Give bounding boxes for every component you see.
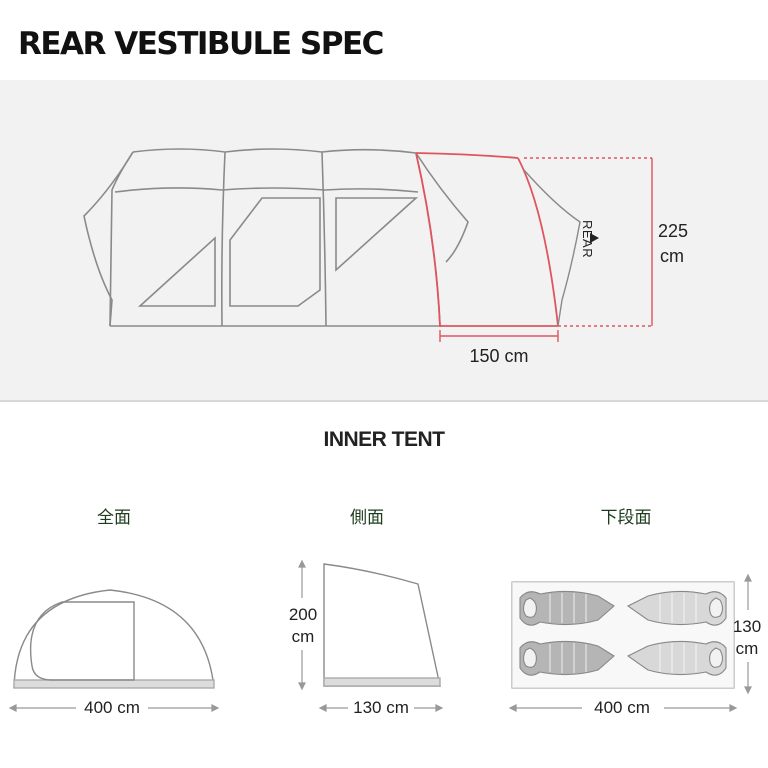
sleeping-bag-top-left: [519, 590, 615, 626]
side-height-unit: cm: [291, 627, 315, 646]
depth-dimension-line: [439, 330, 559, 342]
floor-height-dimension: [744, 573, 752, 695]
section-title-inner-tent: INNER TENT: [323, 428, 446, 451]
height-dimension-line: [524, 157, 653, 327]
tent-elevation-drawing: [83, 148, 469, 327]
floor-width-label: 400 cm: [594, 698, 650, 717]
sleeping-bag-bottom-right: [626, 640, 727, 676]
view-label-front: 全面: [97, 508, 131, 528]
side-width-dimension: [318, 704, 444, 712]
depth-dimension-label: 150 cm: [469, 346, 529, 366]
front-width-label: 400 cm: [84, 698, 140, 717]
rear-arrow-icon: [590, 233, 599, 243]
section-divider: [0, 400, 768, 402]
sleeping-bag-bottom-left: [519, 640, 615, 676]
page-title: REAR VESTIBULE SPEC: [18, 26, 384, 62]
side-height-dimension: [298, 559, 306, 691]
rear-vestibule-panel: [0, 80, 768, 400]
view-label-floor: 下段面: [600, 508, 652, 528]
side-width-label: 130 cm: [353, 698, 409, 717]
floor-width-dimension: [508, 704, 738, 712]
rear-label: REAR: [580, 220, 595, 259]
height-dimension-unit: cm: [660, 246, 684, 266]
rear-vestibule-end-flap: [523, 169, 581, 327]
view-label-side: 側面: [350, 508, 384, 528]
sleeping-bag-top-right: [626, 590, 727, 626]
height-dimension-value: 225: [658, 221, 689, 241]
front-width-dimension: [8, 704, 220, 712]
floor-height-unit: cm: [735, 639, 759, 658]
floor-height-value: 130: [732, 617, 762, 636]
rear-vestibule-drawing: [415, 152, 559, 327]
side-height-value: 200: [288, 605, 318, 624]
side-view-drawing: [323, 563, 441, 687]
front-view-drawing: [13, 589, 215, 689]
